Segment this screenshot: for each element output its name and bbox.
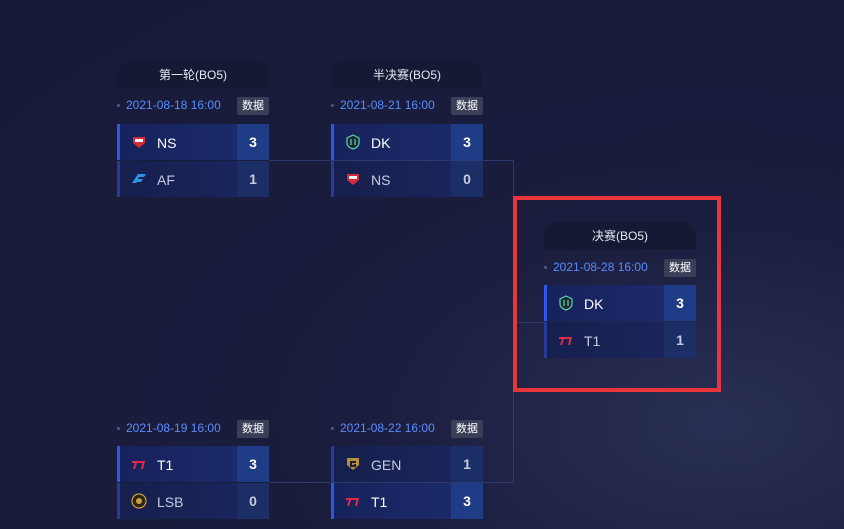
team-score: 3: [451, 483, 483, 519]
accent-bar: [117, 161, 120, 197]
t1-logo-icon: [132, 461, 145, 469]
date-dot: [117, 104, 120, 107]
ns-logo-icon: [133, 137, 145, 148]
round-header-semifinal: 半决赛(BO5): [331, 61, 483, 89]
match-date-row: 2021-08-22 16:00 数据: [331, 420, 483, 438]
match-data-button[interactable]: 数据: [237, 420, 269, 438]
team-name: NS: [157, 135, 177, 151]
final-highlight-box: [513, 196, 721, 392]
dk-logo-icon: [346, 134, 360, 150]
round-header-final: 决赛(BO5): [544, 222, 696, 250]
accent-bar: [117, 124, 120, 160]
team-row-loser[interactable]: GEN 1: [331, 446, 483, 482]
team-row-winner[interactable]: NS 3: [117, 124, 269, 160]
accent-bar: [331, 161, 334, 197]
accent-bar: [331, 124, 334, 160]
round-header-first: 第一轮(BO5): [117, 61, 269, 89]
team-row-loser[interactable]: LSB 0: [117, 483, 269, 519]
team-row-winner[interactable]: DK 3: [544, 285, 696, 321]
accent-bar: [544, 285, 547, 321]
team-name: DK: [584, 296, 604, 312]
team-name: NS: [371, 172, 391, 188]
lsb-logo-icon: [131, 493, 147, 509]
bracket-connector: [513, 322, 544, 323]
team-row-winner[interactable]: T1 3: [117, 446, 269, 482]
team-name: DK: [371, 135, 391, 151]
date-dot: [544, 266, 547, 269]
match-date: 2021-08-21 16:00: [340, 98, 435, 112]
gen-logo-icon: [347, 458, 359, 470]
accent-bar: [331, 483, 334, 519]
match-data-button[interactable]: 数据: [451, 420, 483, 438]
team-score: 1: [664, 322, 696, 358]
team-row-loser[interactable]: NS 0: [331, 161, 483, 197]
team-score: 3: [451, 124, 483, 160]
match-date: 2021-08-19 16:00: [126, 421, 221, 435]
team-name: T1: [371, 494, 388, 510]
team-row-winner[interactable]: T1 3: [331, 483, 483, 519]
accent-bar: [117, 483, 120, 519]
team-row-winner[interactable]: DK 3: [331, 124, 483, 160]
match-date: 2021-08-28 16:00: [553, 260, 648, 274]
match-date-row: 2021-08-19 16:00 数据: [117, 420, 269, 438]
accent-bar: [331, 446, 334, 482]
match-data-button[interactable]: 数据: [237, 97, 269, 115]
t1-logo-icon: [346, 498, 359, 506]
team-name: LSB: [157, 494, 184, 510]
date-dot: [117, 427, 120, 430]
match-date: 2021-08-18 16:00: [126, 98, 221, 112]
team-row-loser[interactable]: AF 1: [117, 161, 269, 197]
team-score: 3: [664, 285, 696, 321]
match-date: 2021-08-22 16:00: [340, 421, 435, 435]
team-score: 0: [451, 161, 483, 197]
match-date-row: 2021-08-18 16:00 数据: [117, 97, 269, 115]
match-data-button[interactable]: 数据: [451, 97, 483, 115]
dk-logo-icon: [559, 295, 573, 311]
team-score: 1: [451, 446, 483, 482]
af-logo-icon: [132, 174, 146, 183]
team-name: T1: [584, 333, 601, 349]
team-score: 3: [237, 124, 269, 160]
team-score: 0: [237, 483, 269, 519]
team-name: AF: [157, 172, 175, 188]
team-score: 1: [237, 161, 269, 197]
match-date-row: 2021-08-28 16:00 数据: [544, 259, 696, 277]
match-data-button[interactable]: 数据: [664, 259, 696, 277]
accent-bar: [544, 322, 547, 358]
team-row-loser[interactable]: T1 1: [544, 322, 696, 358]
t1-logo-icon: [559, 337, 572, 345]
ns-logo-icon: [347, 174, 359, 185]
bracket-connector: [269, 482, 513, 483]
bracket-connector: [269, 160, 513, 161]
team-name: GEN: [371, 457, 402, 473]
accent-bar: [117, 446, 120, 482]
team-name: T1: [157, 457, 174, 473]
date-dot: [331, 427, 334, 430]
team-score: 3: [237, 446, 269, 482]
date-dot: [331, 104, 334, 107]
match-date-row: 2021-08-21 16:00 数据: [331, 97, 483, 115]
